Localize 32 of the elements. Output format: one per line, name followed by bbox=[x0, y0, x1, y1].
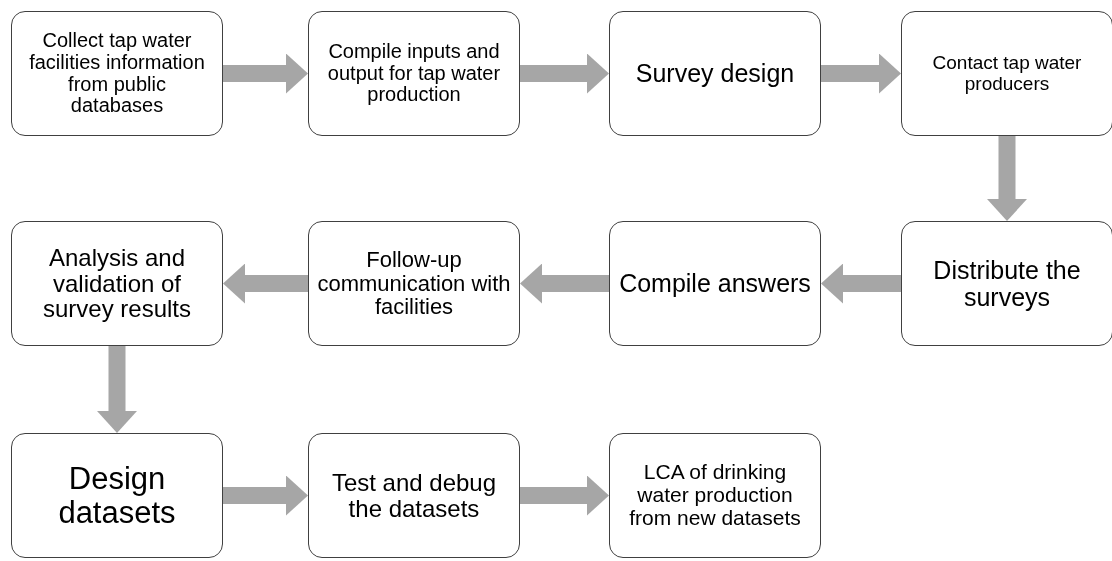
step-label: Test and debug the datasets bbox=[330, 469, 498, 522]
process-box bbox=[609, 221, 821, 346]
process-box bbox=[609, 11, 821, 136]
step-label: Analysis and validation of survey results bbox=[41, 244, 192, 323]
flow-arrow bbox=[821, 263, 901, 304]
step-label: Design datasets bbox=[57, 462, 177, 529]
flow-arrow bbox=[97, 346, 137, 433]
flow-arrow bbox=[520, 475, 609, 516]
process-box bbox=[11, 11, 223, 136]
step-label: Collect tap water facilities information from public databases bbox=[28, 30, 206, 117]
step-label: LCA of drinking water production from new datasets bbox=[628, 461, 802, 530]
process-box bbox=[901, 11, 1112, 136]
flow-arrow bbox=[520, 263, 609, 304]
process-box bbox=[609, 433, 821, 558]
flow-arrow bbox=[223, 475, 308, 516]
process-box bbox=[901, 221, 1112, 346]
step-label: Distribute the surveys bbox=[932, 256, 1082, 311]
step-label: Survey design bbox=[635, 60, 795, 87]
step-label: Follow-up communication with facilities bbox=[317, 247, 511, 320]
process-box bbox=[11, 433, 223, 558]
step-label: Contact tap water producers bbox=[931, 53, 1083, 94]
flow-arrow bbox=[223, 53, 308, 94]
flow-arrow bbox=[821, 53, 901, 94]
process-box bbox=[308, 11, 520, 136]
process-box bbox=[308, 433, 520, 558]
process-box bbox=[308, 221, 520, 346]
flow-arrow bbox=[520, 53, 609, 94]
step-label: Compile answers bbox=[619, 270, 811, 297]
flow-arrow bbox=[987, 136, 1027, 221]
flow-arrow bbox=[223, 263, 308, 304]
process-box bbox=[11, 221, 223, 346]
step-label: Compile inputs and output for tap water production bbox=[326, 41, 502, 106]
